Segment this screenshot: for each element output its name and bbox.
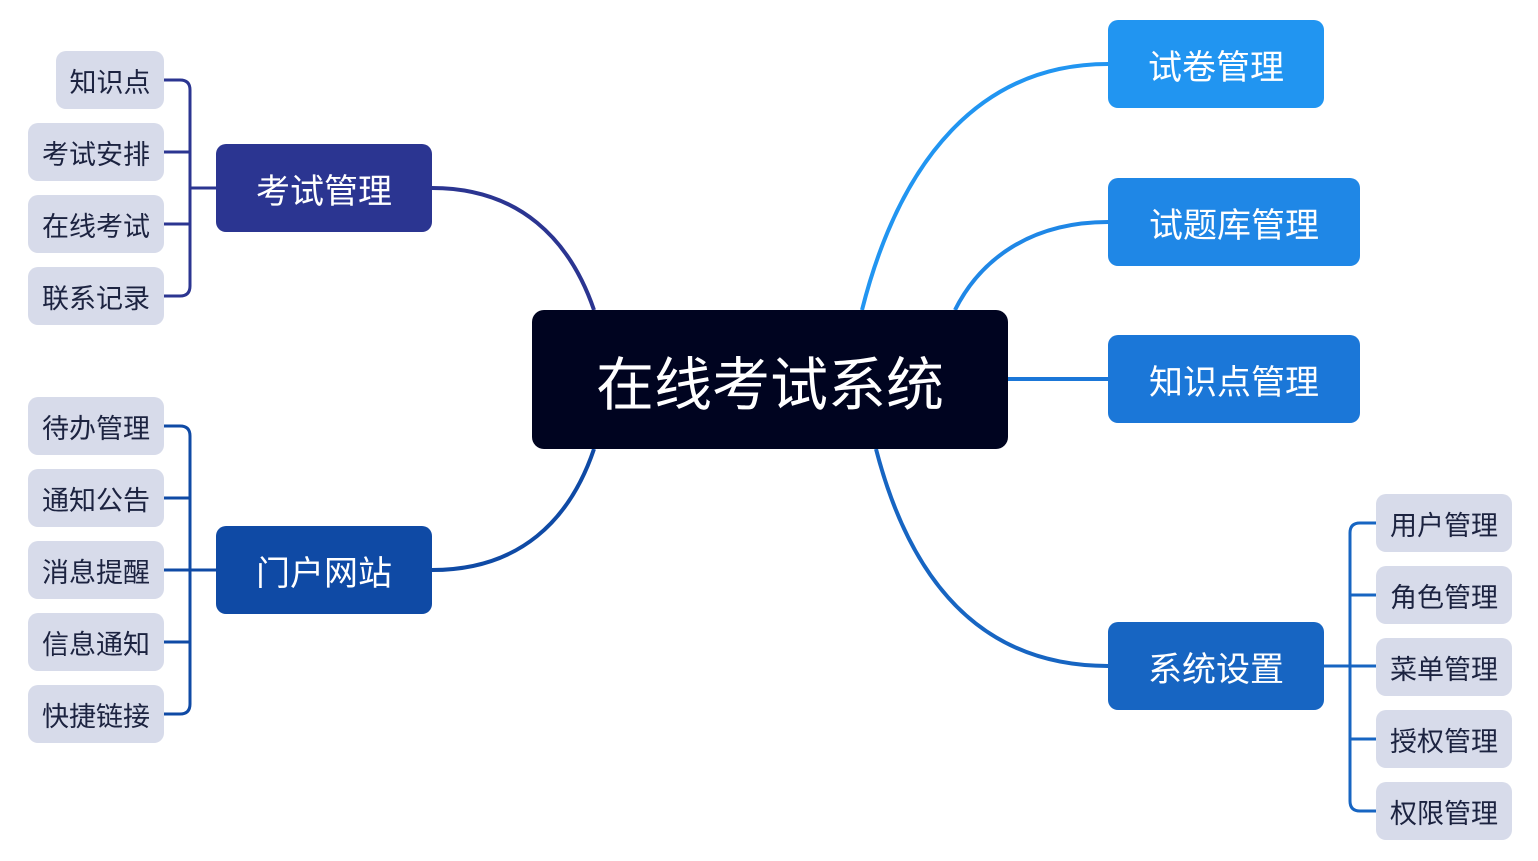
- link-exam: [431, 186, 596, 311]
- leaf-permission-management[interactable]: 权限管理: [1376, 782, 1512, 840]
- leaf-info-notifications[interactable]: 信息通知: [28, 613, 164, 671]
- link-bank: [953, 220, 1109, 311]
- root-node[interactable]: 在线考试系统: [532, 310, 1008, 449]
- link-portal: [431, 448, 596, 572]
- bracket-exam: [164, 78, 216, 298]
- leaf-message-reminders[interactable]: 消息提醒: [28, 541, 164, 599]
- bracket-portal: [164, 424, 216, 716]
- leaf-todo-management[interactable]: 待办管理: [28, 397, 164, 455]
- branch-exam-management[interactable]: 考试管理: [216, 144, 432, 232]
- leaf-knowledge-point[interactable]: 知识点: [56, 51, 164, 109]
- link-paper: [860, 62, 1109, 311]
- leaf-role-management[interactable]: 角色管理: [1376, 566, 1512, 624]
- link-settings: [874, 448, 1109, 668]
- branch-system-settings[interactable]: 系统设置: [1108, 622, 1324, 710]
- branch-paper-management[interactable]: 试卷管理: [1108, 20, 1324, 108]
- branch-portal-site[interactable]: 门户网站: [216, 526, 432, 614]
- leaf-online-exam[interactable]: 在线考试: [28, 195, 164, 253]
- bracket-settings: [1324, 521, 1376, 813]
- branch-question-bank[interactable]: 试题库管理: [1108, 178, 1360, 266]
- leaf-authorization-management[interactable]: 授权管理: [1376, 710, 1512, 768]
- leaf-contact-records[interactable]: 联系记录: [28, 267, 164, 325]
- leaf-user-management[interactable]: 用户管理: [1376, 494, 1512, 552]
- leaf-menu-management[interactable]: 菜单管理: [1376, 638, 1512, 696]
- leaf-announcements[interactable]: 通知公告: [28, 469, 164, 527]
- leaf-exam-schedule[interactable]: 考试安排: [28, 123, 164, 181]
- branch-knowledge-management[interactable]: 知识点管理: [1108, 335, 1360, 423]
- leaf-quick-links[interactable]: 快捷链接: [28, 685, 164, 743]
